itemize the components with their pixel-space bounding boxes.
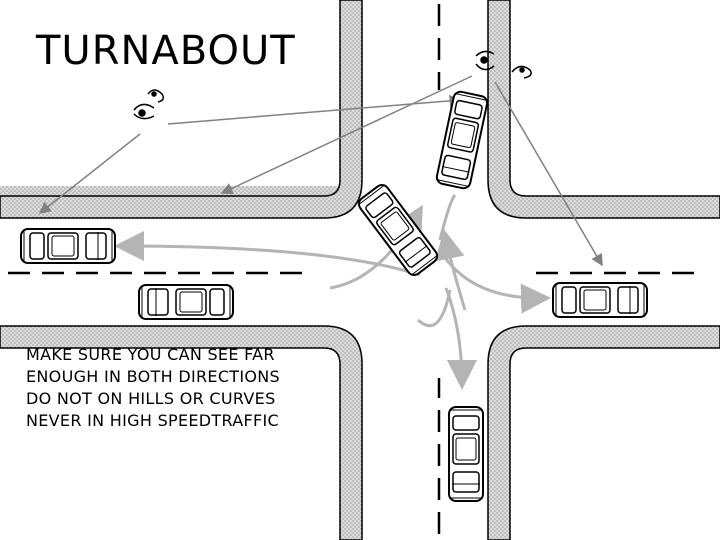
safety-notes: MAKE SURE YOU CAN SEE FAR ENOUGH IN BOTH… [26,344,280,432]
sight-line-arrows [38,75,603,267]
car-icon [138,284,234,320]
curb-southwest [0,325,363,540]
note-line: MAKE SURE YOU CAN SEE FAR [26,345,275,364]
eye-icon [475,50,532,79]
curb-northeast [487,0,720,219]
note-line: DO NOT ON HILLS OR CURVES [26,389,276,408]
diagram-title: TURNABOUT [36,28,296,74]
car-icon [448,406,484,502]
car-icon [20,228,116,264]
car-icon [552,282,648,318]
curb-northwest [0,0,363,219]
curb-southeast [487,325,720,540]
turn-path-arrows [114,193,551,390]
note-line: NEVER IN HIGH SPEEDTRAFFIC [26,411,280,430]
note-line: ENOUGH IN BOTH DIRECTIONS [26,367,280,386]
eye-icon [133,89,165,120]
car-icon [434,89,490,191]
